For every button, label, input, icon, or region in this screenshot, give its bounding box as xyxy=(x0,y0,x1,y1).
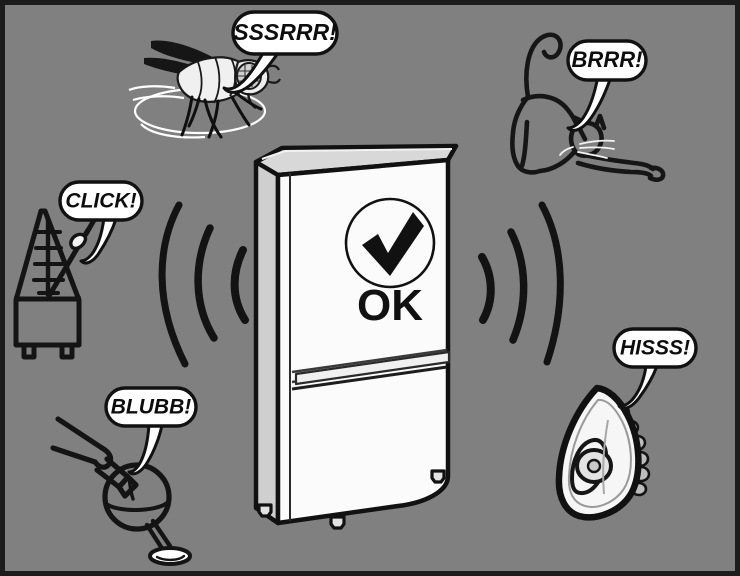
speech-bubble-body xyxy=(104,386,198,428)
cat-paw xyxy=(647,165,666,183)
fridge-side-panel xyxy=(253,159,281,526)
cat-belly xyxy=(537,148,578,174)
cat-back xyxy=(510,94,531,169)
speech-bubble-body xyxy=(612,327,698,369)
speech-bubble-body xyxy=(58,180,144,222)
metronome-feet xyxy=(21,345,75,360)
sound-wave-arc xyxy=(230,246,249,324)
sound-wave-arc xyxy=(158,201,189,368)
metronome xyxy=(13,208,100,360)
wine-glass-base xyxy=(148,546,192,566)
speech-bubble-fly: SSSRRR! xyxy=(222,10,339,94)
fridge-handle-bar xyxy=(291,348,448,374)
speech-bubble-label: CLICK! xyxy=(65,190,136,213)
speech-bubble-iron: HISSS! xyxy=(612,327,698,410)
speech-bubble-label: BRRR! xyxy=(572,47,643,72)
speech-bubble-tail xyxy=(127,422,164,476)
fridge-top-edge-highlight xyxy=(261,148,453,160)
speech-bubble-tail xyxy=(222,46,283,94)
checkmark-circle-outline xyxy=(344,197,436,289)
bottle-and-glass xyxy=(50,416,192,566)
speech-bubble-label: HISSS! xyxy=(620,337,690,360)
cat-haunch xyxy=(515,163,543,175)
fridge-foot xyxy=(257,503,273,518)
fridge-feet xyxy=(257,469,446,530)
speech-bubble-tail xyxy=(566,74,613,132)
fly-legs xyxy=(180,91,263,139)
speech-bubble-metronome: CLICK! xyxy=(58,180,144,265)
ok-badge: OK xyxy=(344,197,436,330)
ok-label: OK xyxy=(357,281,423,330)
fridge-door-divider xyxy=(291,365,448,391)
speech-bubble-body xyxy=(566,39,648,82)
cat xyxy=(510,32,666,183)
cat-hind-leg xyxy=(519,119,530,169)
sound-wave-arc xyxy=(194,224,218,342)
bottle xyxy=(50,416,139,499)
cat-whiskers xyxy=(559,139,615,159)
speech-bubble-label: SSSRRR! xyxy=(233,19,337,45)
fly-body-segment xyxy=(213,56,221,104)
wine-glass-stem xyxy=(150,518,173,549)
refrigerator: OK xyxy=(253,143,459,530)
sound-wave-arc xyxy=(538,201,564,366)
clothes-iron xyxy=(555,384,651,521)
checkmark-icon xyxy=(362,212,424,276)
fridge-foot xyxy=(430,469,446,484)
speech-bubble-body xyxy=(231,10,339,56)
wine-glass-liquid-line xyxy=(106,501,169,512)
wine-glass-pour-stream xyxy=(127,475,135,501)
sound-waves-left xyxy=(158,201,249,368)
wine-glass-stem xyxy=(144,522,166,553)
fridge-foot xyxy=(329,515,346,530)
sound-wave-arc xyxy=(507,228,528,344)
fridge-handle-grip[interactable] xyxy=(294,350,451,386)
cat-front-leg xyxy=(575,160,654,179)
sound-wave-arc xyxy=(478,253,495,324)
wine-glass-base-shade xyxy=(155,554,186,562)
fridge-top-slab xyxy=(253,143,459,178)
cat-tail xyxy=(524,32,563,100)
wine-glass xyxy=(102,462,192,566)
iron-sole-highlight xyxy=(602,419,609,495)
cat-ear xyxy=(593,113,607,131)
sound-waves-right xyxy=(478,201,564,366)
metronome-weight[interactable] xyxy=(69,232,88,251)
fly-motion-swirl xyxy=(128,85,267,139)
cat-body-top xyxy=(520,93,588,142)
iron-dial-center xyxy=(586,458,602,474)
speech-bubble-bottle: BLUBB! xyxy=(104,386,198,476)
speech-bubble-tail xyxy=(79,216,118,265)
speech-bubble-cat: BRRR! xyxy=(566,39,648,132)
iron-inner-outline xyxy=(567,398,632,508)
speech-bubble-label: BLUBB! xyxy=(111,396,191,419)
speech-bubble-tail xyxy=(617,364,659,410)
